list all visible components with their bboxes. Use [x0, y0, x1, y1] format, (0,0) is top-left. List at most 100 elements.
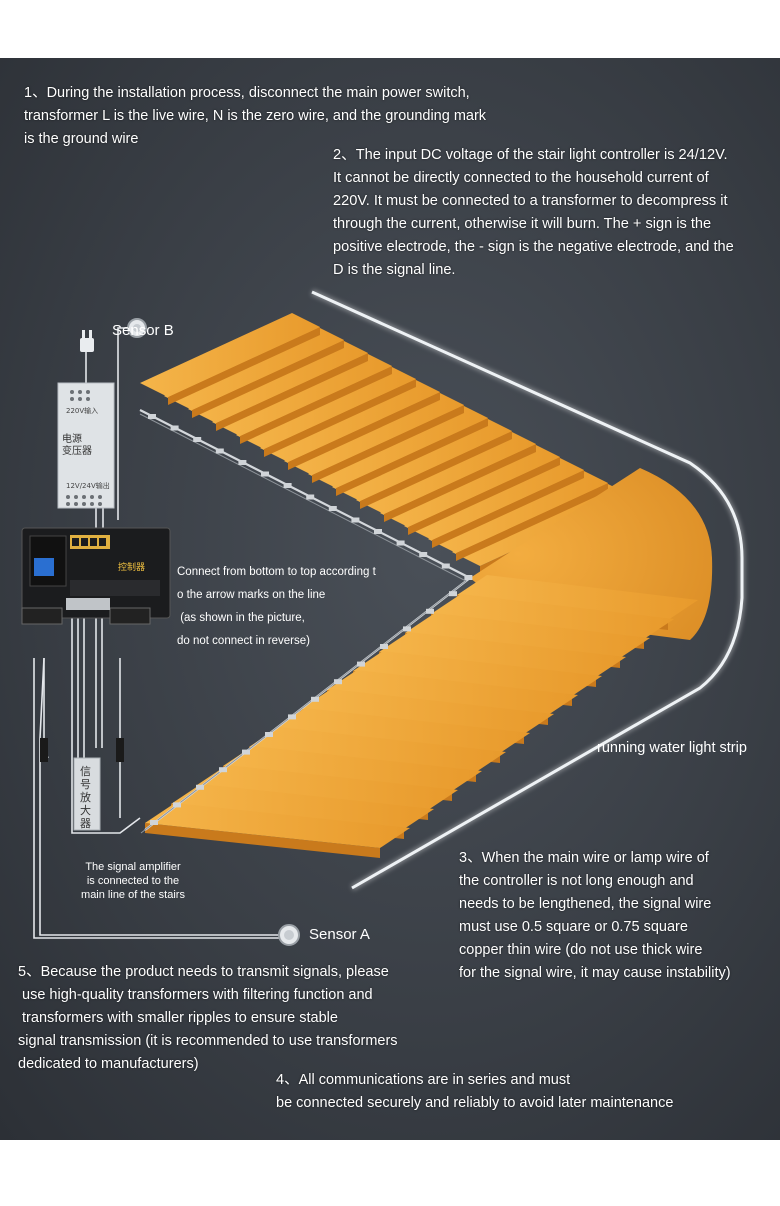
amplifier-line-1: The signal amplifier	[85, 861, 181, 873]
note-5-line-5: dedicated to manufacturers)	[18, 1056, 199, 1072]
upper-step-5-riser	[264, 379, 416, 457]
lower-step-3-tread	[197, 765, 458, 810]
upper-step-9-tread	[332, 417, 512, 501]
lower-connector-7	[288, 714, 296, 720]
note-1-line-3: is the ground wire	[24, 131, 139, 147]
controller-title: 控制器	[118, 561, 145, 573]
lower-connector-9	[334, 679, 342, 685]
lower-step-7-tread	[301, 689, 554, 734]
amplifier-line-3: main line of the stairs	[81, 889, 185, 901]
amplifier-line-2: is connected to the	[86, 875, 180, 887]
stair-light-controller: 控制器	[21, 527, 171, 625]
signal-amplifier: 信 号 放 大 器	[73, 757, 101, 831]
lower-connector-14	[449, 591, 457, 597]
note-2-line-6: D is the signal line.	[333, 262, 456, 278]
amplifier-char-1: 信	[80, 765, 91, 778]
upper-connector-13	[419, 552, 428, 557]
instruction-note-3: 3、When the main wire or lamp wire of the…	[459, 847, 731, 985]
upper-connector-1	[148, 414, 156, 419]
upper-step-12-riser	[432, 470, 584, 548]
upper-connector-6	[261, 471, 269, 477]
upper-step-6-riser	[288, 392, 440, 470]
instruction-note-4: 4、All communications are in series and m…	[276, 1069, 673, 1115]
note-3-line-4: must use 0.5 square or 0.75 square	[459, 919, 688, 935]
connect-line-2: o the arrow marks on the line	[177, 589, 326, 601]
lower-connector-12	[403, 626, 411, 632]
upper-step-9-riser	[360, 431, 512, 509]
amplifier-char-3: 放	[80, 790, 91, 804]
lower-connector-3	[196, 784, 204, 790]
upper-connector-12	[396, 540, 405, 546]
upper-step-7-tread	[284, 391, 464, 475]
upper-step-13-tread	[428, 469, 608, 553]
lower-step-5-tread	[249, 727, 506, 772]
lower-step-1-riser	[145, 823, 380, 858]
upper-step-1-tread	[140, 313, 320, 397]
power-transformer: 220V输入 电源 变压器 12V/24V输出	[57, 382, 115, 509]
lower-connector-6	[265, 732, 273, 737]
led-strip-outline	[310, 289, 745, 891]
lower-step-13-tread	[457, 575, 698, 620]
sensor-b-icon	[127, 318, 147, 338]
upper-step-11-tread	[380, 443, 560, 527]
upper-connector-5	[238, 460, 247, 465]
upper-step-3-tread	[188, 339, 368, 423]
upper-step-4-tread	[212, 352, 392, 436]
note-2-line-1: 2、The input DC voltage of the stair ligh…	[333, 147, 728, 163]
connect-direction-note: Connect from bottom to top according t o…	[177, 561, 376, 653]
transformer-name-2: 变压器	[62, 444, 92, 457]
connect-line-4: do not connect in reverse)	[177, 635, 310, 647]
upper-step-12-tread	[404, 456, 584, 540]
upper-step-8-tread	[308, 404, 488, 488]
sensor-b-label: Sensor B	[112, 322, 174, 339]
note-3-line-5: copper thin wire (do not use thick wire	[459, 942, 703, 958]
note-5-line-3: transformers with smaller ripples to ens…	[18, 1010, 338, 1026]
note-4-line-2: be connected securely and reliably to av…	[276, 1095, 674, 1111]
note-3-line-1: 3、When the main wire or lamp wire of	[459, 850, 709, 866]
note-3-line-3: needs to be lengthened, the signal wire	[459, 896, 712, 912]
note-2-line-2: It cannot be directly connected to the h…	[333, 170, 709, 186]
upper-step-13-riser	[456, 483, 608, 561]
instruction-note-2: 2、The input DC voltage of the stair ligh…	[333, 144, 734, 282]
amplifier-char-4: 大	[80, 803, 91, 817]
upper-step-7-riser	[312, 405, 464, 483]
lower-step-2-tread	[171, 784, 434, 829]
amplifier-char-5: 器	[80, 817, 91, 830]
note-2-line-3: 220V. It must be connected to a transfor…	[333, 193, 728, 209]
upper-connector-4	[215, 448, 224, 454]
note-1-line-2: transformer L is the live wire, N is the…	[24, 108, 487, 124]
upper-step-6-tread	[260, 378, 440, 462]
upper-step-4-riser	[240, 366, 392, 444]
instruction-note-1: 1、During the installation process, disco…	[24, 82, 486, 151]
stair-wiring-diagram: 220V输入 电源 变压器 12V/24V输出 控制器 信	[21, 289, 745, 946]
transformer-output-label: 12V/24V输出	[66, 481, 110, 490]
note-3-line-6: for the signal wire, it may cause instab…	[459, 965, 731, 981]
lower-connector-10	[357, 661, 365, 667]
note-2-line-5: positive electrode, the - sign is the ne…	[333, 239, 734, 255]
note-2-line-4: through the current, otherwise it will b…	[333, 216, 712, 232]
lower-step-11-tread	[405, 613, 650, 658]
lower-connector-8	[311, 696, 319, 702]
amplifier-note: The signal amplifier is connected to the…	[75, 860, 191, 902]
diagram-panel: 220V输入 电源 变压器 12V/24V输出 控制器 信	[0, 58, 780, 1140]
upper-step-11-riser	[408, 457, 560, 535]
power-plug-icon	[80, 330, 94, 352]
note-5-line-1: 5、Because the product needs to transmit …	[18, 964, 389, 980]
lower-connector-2	[173, 802, 181, 808]
light-strip-label: running water light strip	[597, 740, 747, 756]
upper-connector-7	[283, 483, 292, 488]
upper-step-2-riser	[192, 340, 344, 418]
lower-step-8-tread	[327, 670, 578, 715]
note-4-line-1: 4、All communications are in series and m…	[276, 1072, 571, 1088]
lower-stair-flight	[145, 575, 698, 858]
upper-step-8-riser	[336, 418, 488, 496]
sensor-a-icon	[278, 924, 300, 946]
step-connectors	[148, 414, 473, 825]
upper-connector-10	[351, 517, 360, 523]
sensor-a-label: Sensor A	[309, 926, 370, 943]
upper-connector-11	[374, 529, 382, 534]
upper-step-5-tread	[236, 365, 416, 449]
connect-line-1: Connect from bottom to top according t	[177, 566, 376, 578]
lower-connector-1	[150, 820, 158, 825]
wire-joints	[40, 738, 124, 762]
